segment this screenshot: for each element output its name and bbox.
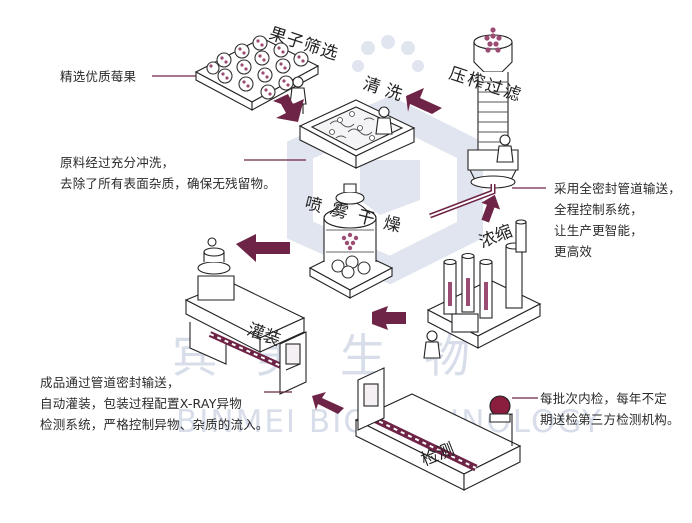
note-pipeline-line-3: 让生产更智能， [554,223,643,238]
note-inspect: 每批次内检，每年不定 期送检第三方检测机构。 [540,388,680,430]
note-fill-line-2: 自动灌装，包装过程配置X-RAY异物 [40,396,242,411]
flow-arrows [236,88,501,414]
filling-machine-illustration [184,237,307,395]
spray-dryer-illustration [308,183,394,299]
arrow-concentrate-to-dry [372,306,406,330]
watermark-logo [287,35,483,285]
note-select: 精选优质莓果 [60,66,136,87]
arrow-fill-to-inspect [312,392,344,414]
fruit-tray-illustration [194,35,320,114]
note-wash-line-1: 原料经过充分冲洗， [60,155,175,170]
note-wash: 原料经过充分冲洗， 去除了所有表面杂质，确保无残留物。 [60,152,276,194]
concentration-towers-illustration [423,219,542,359]
inspection-station-illustration [354,367,522,491]
note-fill-line-3: 检测系统，严格控制异物、杂质的流入。 [40,417,269,432]
note-wash-line-2: 去除了所有表面杂质，确保无残留物。 [60,176,276,191]
washing-tank-illustration [298,99,416,169]
note-inspect-line-2: 期送检第三方检测机构。 [540,412,680,427]
note-inspect-line-1: 每批次内检，每年不定 [540,391,668,406]
note-fill: 成品通过管道密封输送， 自动灌装，包装过程配置X-RAY异物 检测系统，严格控制… [40,372,269,435]
arrow-press-to-concentrate [481,194,501,223]
note-pipeline: 采用全密封管道输送， 全程控制系统， 让生产更智能， 更高效 [554,178,681,262]
arrow-screen-to-wash [273,94,304,122]
note-pipeline-line-2: 全程控制系统， [554,202,643,217]
arrow-dry-to-fill [236,234,290,262]
note-fill-line-1: 成品通过管道密封输送， [40,375,180,390]
note-pipeline-line-4: 更高效 [554,244,593,259]
arrow-wash-to-press [406,88,442,114]
press-filter-tower-illustration [429,27,519,219]
leader-lines [152,75,546,399]
note-select-text: 精选优质莓果 [60,69,137,84]
note-pipeline-line-1: 采用全密封管道输送， [554,181,682,196]
